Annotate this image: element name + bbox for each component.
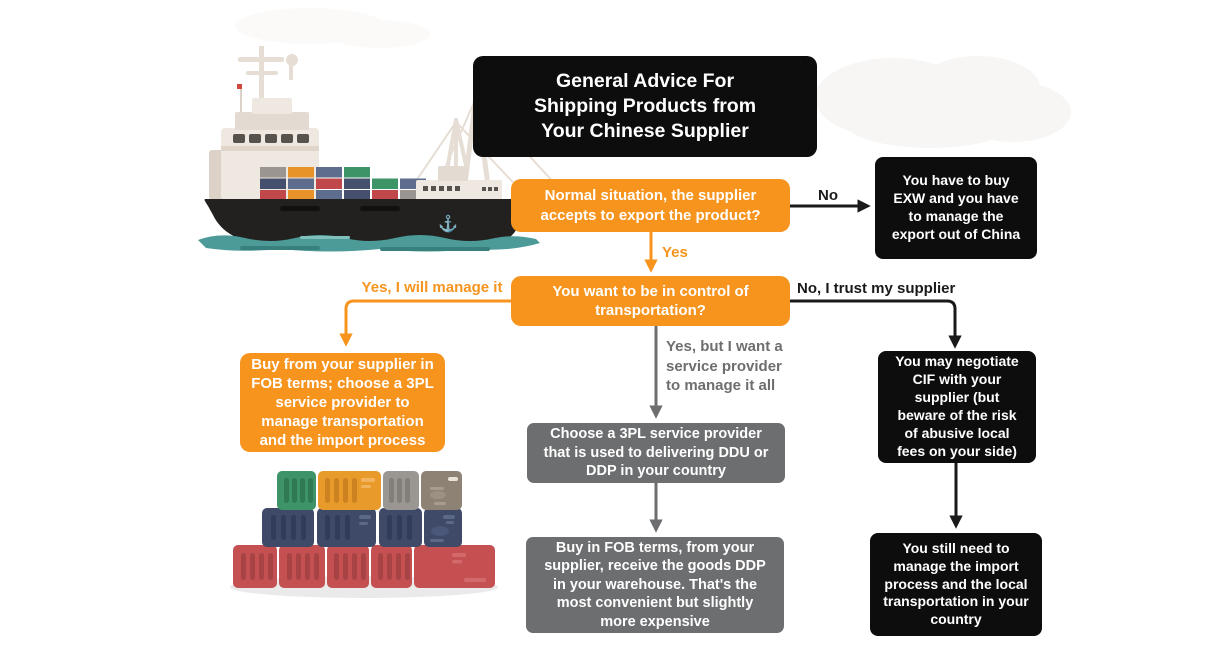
node-question-supplier-exports: Normal situation, the supplier accepts t… [511, 179, 790, 232]
diagram-title: General Advice For Shipping Products fro… [473, 56, 817, 157]
node-text: You have to buy EXW and you have to mana… [891, 172, 1021, 242]
node-text: Buy from your supplier in FOB terms; cho… [251, 355, 434, 450]
node-text: You want to be in control of transportat… [552, 282, 749, 319]
connector-q2-fob3pl [339, 299, 511, 347]
edge-label-no: No [818, 187, 838, 204]
deck-containers [260, 167, 426, 212]
node-outcome-negotiate-cif: You may negotiate CIF with your supplier… [878, 351, 1036, 463]
node-text: Choose a 3PL service provider that is us… [543, 426, 769, 480]
edge-label-yes-i-will-manage-it: Yes, I will manage it [361, 279, 503, 296]
connector-q2-cif [790, 299, 962, 349]
edge-label-yes-service-provider: Yes, but I want a service provider to ma… [666, 338, 783, 394]
node-outcome-fob-3pl: Buy from your supplier in FOB terms; cho… [240, 353, 445, 452]
edge-label-yes: Yes [662, 244, 688, 261]
node-outcome-buy-exw: You have to buy EXW and you have to mana… [875, 157, 1037, 259]
node-outcome-manage-import: You still need to manage the import proc… [870, 533, 1042, 636]
node-text: Normal situation, the supplier accepts t… [540, 187, 761, 224]
anchor-icon: ⚓ [438, 214, 458, 233]
node-text: You may negotiate CIF with your supplier… [895, 353, 1019, 459]
node-text: Buy in FOB terms, from your supplier, re… [544, 539, 766, 630]
container-stack-illustration [230, 471, 498, 598]
node-text: You still need to manage the import proc… [883, 539, 1029, 628]
edge-label-no-i-trust-my-supplier: No, I trust my supplier [797, 280, 956, 297]
diagram-title-text: General Advice For Shipping Products fro… [533, 70, 757, 142]
node-step-choose-3pl-ddu-ddp: Choose a 3PL service provider that is us… [527, 423, 785, 483]
node-question-control-transportation: You want to be in control of transportat… [511, 276, 790, 326]
node-step-buy-fob-receive-ddp: Buy in FOB terms, from your supplier, re… [526, 537, 784, 633]
